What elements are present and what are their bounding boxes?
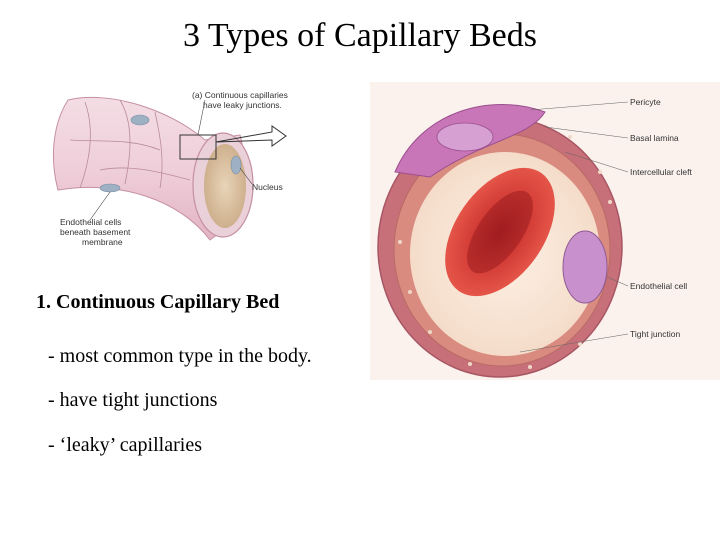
slide-title: 3 Types of Capillary Beds <box>183 17 537 54</box>
bullet-item: - have tight junctions <box>48 389 218 411</box>
bullet-item: - ‘leaky’ capillaries <box>48 434 202 456</box>
section-heading: 1. Continuous Capillary Bed <box>36 291 280 313</box>
capillary-cross-section-illustration: Pericyte Basal lamina Intercellular clef… <box>370 82 720 380</box>
endothelial-label-line3: membrane <box>82 237 123 247</box>
nucleus-label: Nucleus <box>252 182 283 192</box>
endothelial-label-line2: beneath basement <box>60 227 131 237</box>
basal-lamina-label: Basal lamina <box>630 133 679 143</box>
bullet-item: - most common type in the body. <box>48 345 312 367</box>
caption-a-line1: (a) Continuous capillaries <box>192 90 288 100</box>
pericyte-label: Pericyte <box>630 97 661 107</box>
caption-a-line2: have leaky junctions. <box>203 100 282 110</box>
endothelial-cell-label: Endothelial cell <box>630 281 688 291</box>
endothelial-label-line1: Endothelial cells <box>60 217 122 227</box>
tight-junction-label: Tight junction <box>630 329 681 339</box>
capillary-tube-drawing <box>52 96 287 241</box>
cross-section-drawing <box>377 101 629 378</box>
intercellular-cleft-label: Intercellular cleft <box>630 167 692 177</box>
capillary-tube-illustration: (a) Continuous capillaries have leaky ju… <box>40 80 300 250</box>
